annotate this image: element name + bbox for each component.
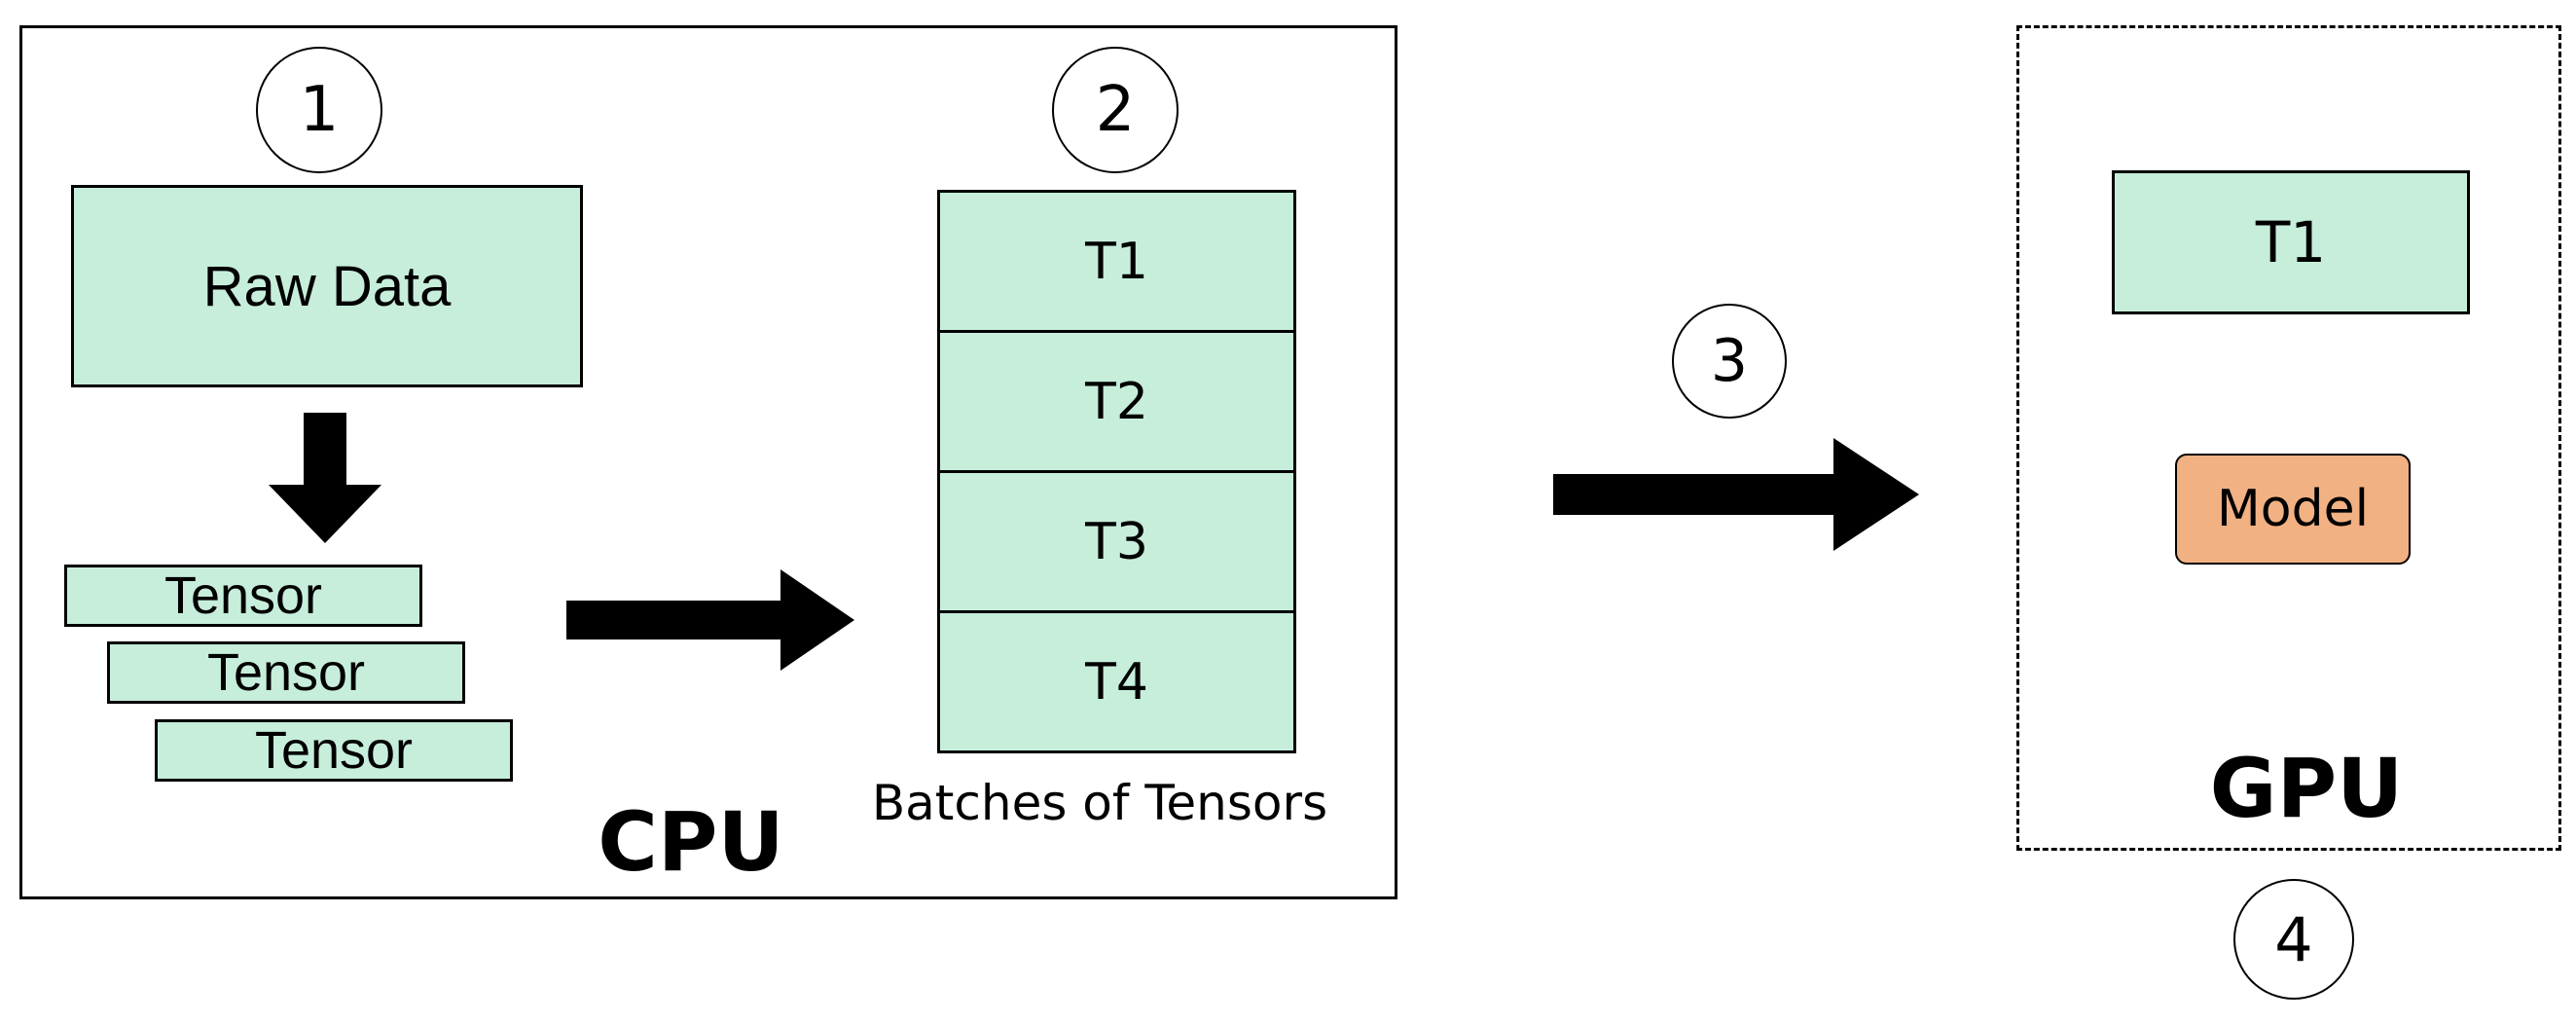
batch-label-t2: T2 — [1085, 372, 1148, 431]
batch-cell-t4: T4 — [937, 610, 1296, 753]
batch-cell-t3: T3 — [937, 470, 1296, 613]
step-2-badge: 2 — [1052, 47, 1179, 173]
tensor-box-3: Tensor — [155, 719, 513, 782]
batch-cell-t2: T2 — [937, 330, 1296, 473]
gpu-title: GPU — [2209, 741, 2404, 836]
tensor-box-2: Tensor — [107, 641, 465, 704]
cpu-title: CPU — [598, 794, 784, 890]
batch-label-t1: T1 — [1085, 232, 1148, 291]
gpu-panel — [2016, 25, 2561, 851]
tensor-label-1: Tensor — [163, 566, 323, 625]
tensor-box-1: Tensor — [64, 565, 422, 627]
batch-label-t4: T4 — [1085, 652, 1148, 712]
tensor-label-3: Tensor — [254, 721, 414, 780]
step-1-number: 1 — [299, 74, 340, 146]
gpu-tensor-box: T1 — [2112, 170, 2470, 314]
batch-caption: Batches of Tensors — [871, 775, 1328, 831]
raw-data-box: Raw Data — [71, 185, 583, 387]
model-box: Model — [2175, 454, 2411, 565]
step-3-badge: 3 — [1672, 304, 1787, 419]
step-2-number: 2 — [1095, 74, 1136, 146]
step-3-number: 3 — [1710, 327, 1749, 395]
batch-cell-t1: T1 — [937, 190, 1296, 333]
batch-label-t3: T3 — [1085, 512, 1148, 571]
step-1-badge: 1 — [256, 47, 382, 173]
transfer-arrow-icon — [1553, 438, 1919, 551]
raw-data-label: Raw Data — [202, 254, 452, 318]
down-arrow-icon — [269, 413, 381, 543]
cpu-panel — [19, 25, 1397, 899]
step-4-badge: 4 — [2233, 879, 2354, 1000]
gpu-tensor-label: T1 — [2255, 209, 2327, 275]
tensor-label-2: Tensor — [206, 643, 366, 702]
right-arrow-icon — [566, 569, 854, 671]
model-label: Model — [2216, 480, 2370, 538]
step-4-number: 4 — [2274, 903, 2313, 975]
